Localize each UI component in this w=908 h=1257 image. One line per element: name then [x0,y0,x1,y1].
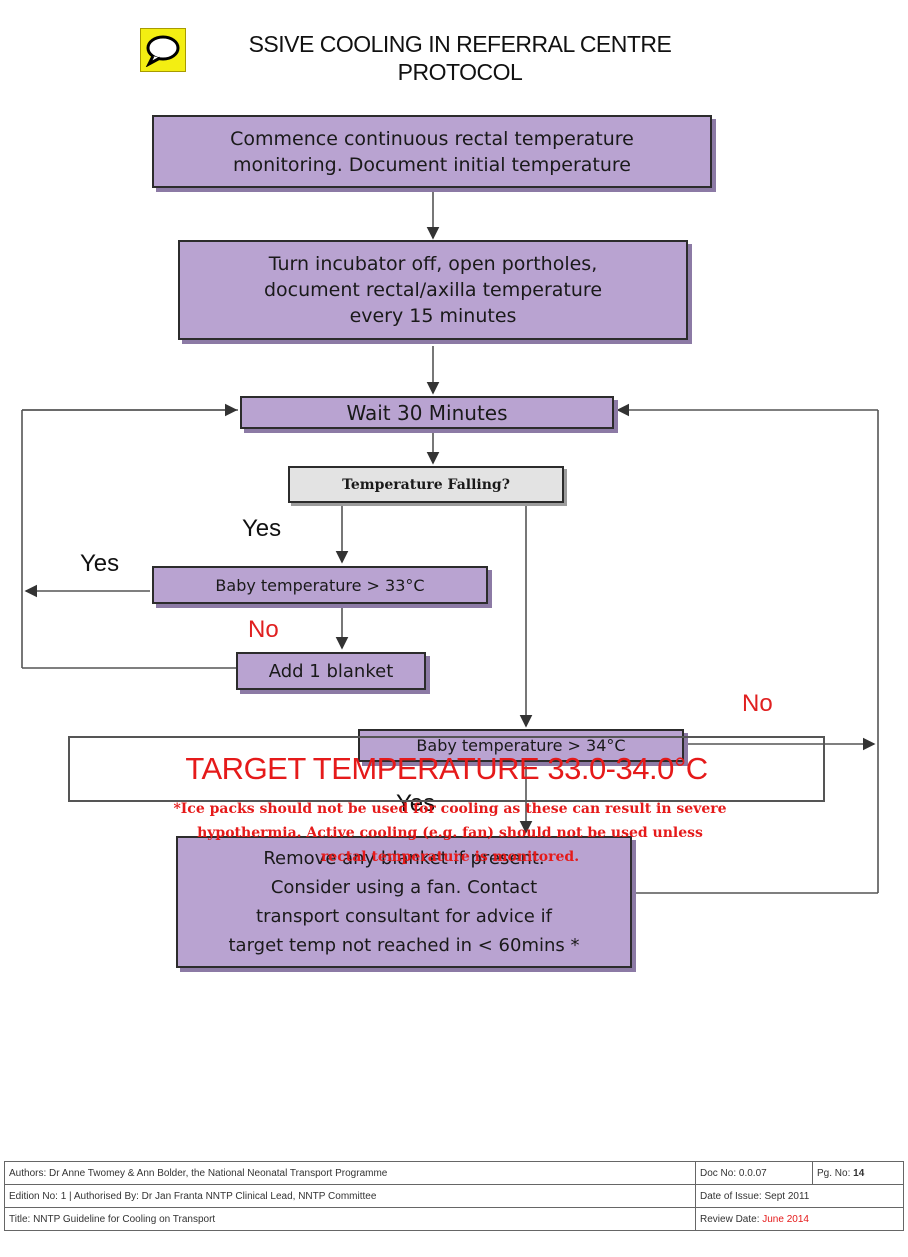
footer-review: Review Date: June 2014 [695,1207,904,1231]
step-turn-incubator-off: Turn incubator off, open portholes, docu… [178,240,688,340]
footer-edition: Edition No: 1 | Authorised By: Dr Jan Fr… [4,1184,696,1208]
step-start-monitoring: Commence continuous rectal temperature m… [152,115,712,188]
label-no-33: No [248,616,279,643]
label-yes-33: Yes [80,550,120,577]
note-line-3: rectal temperature is monitored. [320,849,580,865]
speech-bubble-icon[interactable] [140,28,186,72]
label-no-34: No [742,690,773,717]
decision-33-label: Baby temperature > 33°C [215,575,425,595]
step-incubator-line-1: Turn incubator off, open portholes, [268,253,598,275]
step-remove-line-2: Consider using a fan. Contact [270,877,538,898]
title-line-2: PROTOCOL [397,59,523,85]
diagram-title: SSIVE COOLING IN REFERRAL CENTRE PROTOCO… [180,30,740,86]
decision-baby-temp-34: Baby temperature > 34°C [358,729,684,762]
document-footer-table: Authors: Dr Anne Twomey & Ann Bolder, th… [4,1161,904,1231]
step-start-monitoring-line-2: monitoring. Document initial temperature [233,153,631,176]
step-remove-blanket: Remove any blanket if present. Consider … [176,836,632,968]
step-remove-line-4: target temp not reached in < 60mins * [228,935,580,956]
decision-falling-label: Temperature Falling? [342,476,510,493]
decision-34-label: Baby temperature > 34°C [416,736,626,755]
step-incubator-line-3: every 15 minutes [349,305,517,327]
target-temperature-banner: TARGET TEMPERATURE 33.0-34.0°C [68,736,825,802]
step-remove-line-3: transport consultant for advice if [256,906,552,927]
step-add-blanket: Add 1 blanket [236,652,426,690]
footer-page-no-value: 14 [853,1167,865,1179]
step-add-blanket-label: Add 1 blanket [268,660,394,682]
decision-baby-temp-33: Baby temperature > 33°C [152,566,488,604]
target-temperature-text: TARGET TEMPERATURE 33.0-34.0°C [185,751,708,786]
step-wait-label: Wait 30 Minutes [346,400,508,425]
footer-review-label: Review Date: [700,1213,760,1225]
step-remove-line-1: Remove any blanket if present. [263,848,545,869]
footer-date-issue: Date of Issue: Sept 2011 [695,1184,904,1208]
footer-page-no-label: Pg. No: [817,1167,851,1179]
decision-temperature-falling: Temperature Falling? [288,466,564,503]
footer-doc-no: Doc No: 0.0.07 [695,1161,813,1185]
footer-page-no: Pg. No: 14 [812,1161,904,1185]
footer-title: Title: NNTP Guideline for Cooling on Tra… [4,1207,696,1231]
title-line-1: SSIVE COOLING IN REFERRAL CENTRE [248,31,672,57]
ice-pack-warning-note: *Ice packs should not be used for coolin… [80,797,820,869]
footer-authors: Authors: Dr Anne Twomey & Ann Bolder, th… [4,1161,696,1185]
step-incubator-line-2: document rectal/axilla temperature [263,279,603,301]
label-yes-34: Yes [396,790,436,817]
footer-review-date: June 2014 [762,1213,809,1225]
step-start-monitoring-line-1: Commence continuous rectal temperature [230,127,634,150]
step-wait-30-minutes: Wait 30 Minutes [240,396,614,429]
note-line-1: *Ice packs should not be used for coolin… [173,801,727,817]
label-yes-falling: Yes [242,515,282,542]
note-line-2: hypothermia. Active cooling (e.g. fan) s… [197,825,703,841]
